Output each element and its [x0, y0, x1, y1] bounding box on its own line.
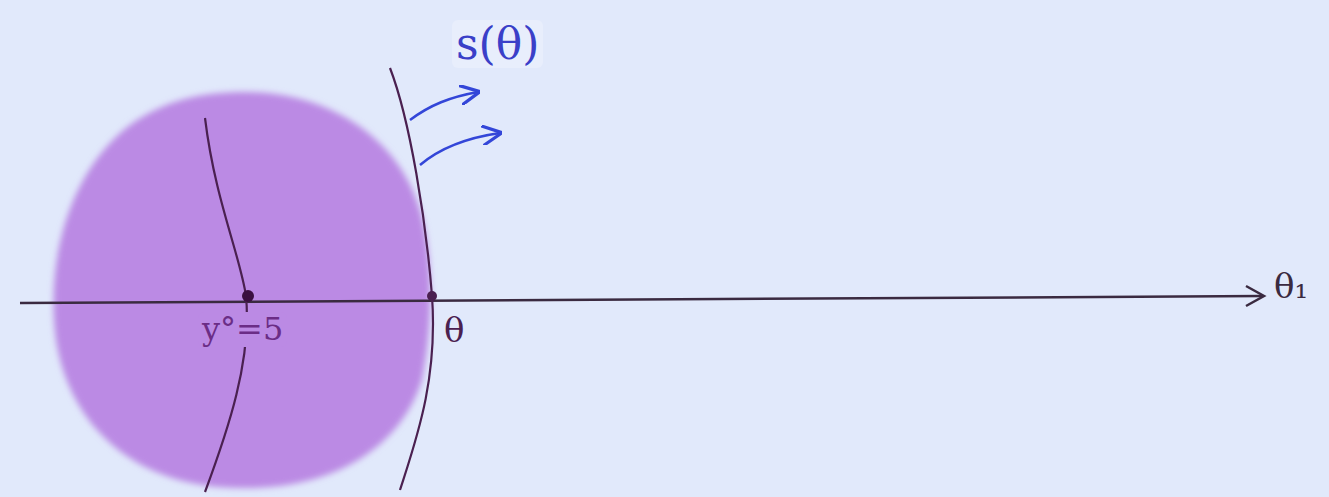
point-dot [427, 291, 437, 301]
point-label: θ [440, 312, 468, 349]
level-curve [205, 118, 247, 492]
region-blob [53, 92, 430, 488]
axis-label: θ₁ [1270, 268, 1312, 305]
point-dot [242, 290, 254, 302]
function-label: s(θ) [452, 20, 543, 68]
gradient-arrow [410, 92, 478, 120]
level-curve [390, 68, 433, 490]
point-label: y°=5 [198, 312, 287, 347]
gradient-arrow [420, 133, 500, 165]
axis-line [20, 296, 1262, 303]
axis-arrowhead [1246, 286, 1264, 306]
